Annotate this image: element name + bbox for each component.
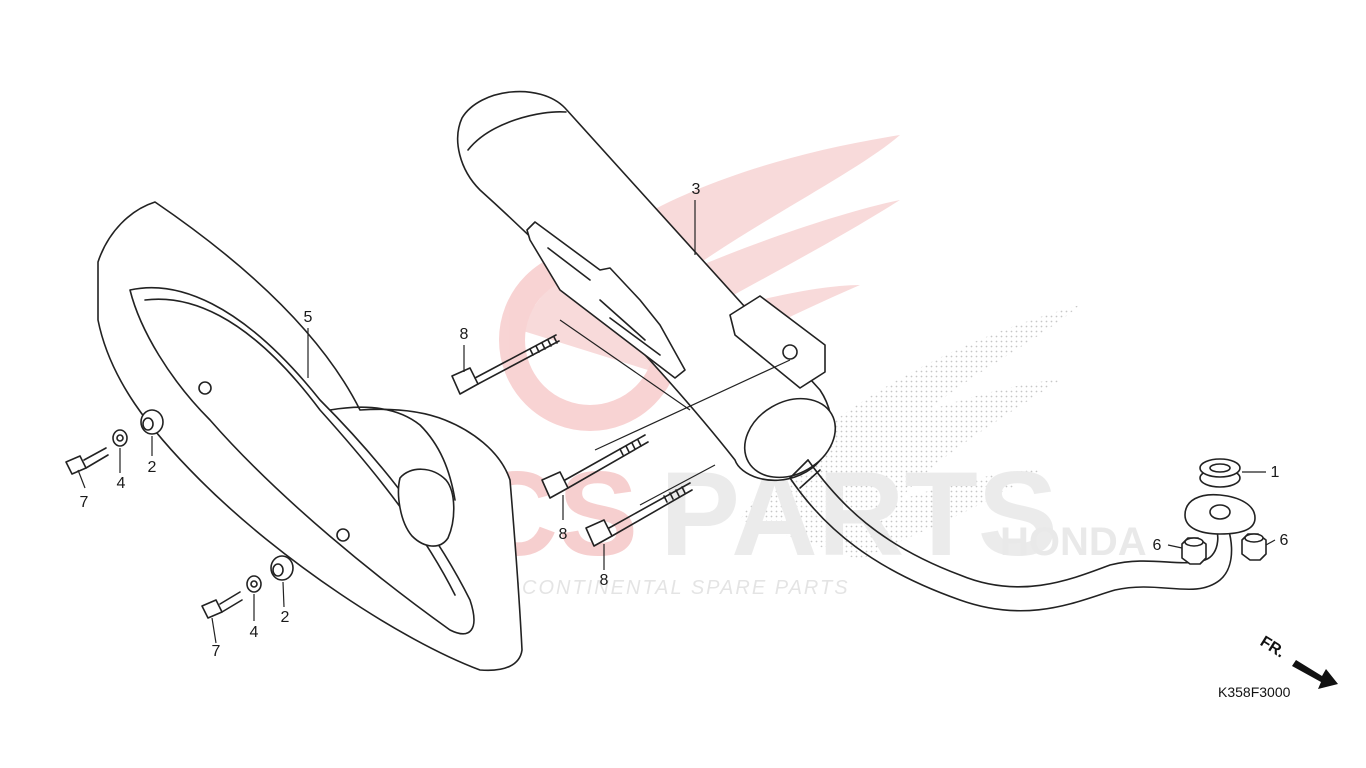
wing-emblem-dotted [740, 305, 1080, 560]
heat-shield-mount-hole-upper [198, 381, 212, 395]
heat-shield-vent [397, 468, 455, 547]
muffler-bolt-2 [541, 434, 649, 499]
shield-grommet-lower [270, 555, 294, 581]
heat-shield-raised-panel [329, 406, 456, 501]
watermark-tagline: INTERCONTINENTAL SPARE PARTS [452, 577, 850, 599]
flange-nut-right [1241, 533, 1267, 561]
heat-shield-inner-rim [129, 286, 475, 635]
callout-5: 5 [304, 309, 313, 326]
callout-7-upper: 7 [80, 494, 89, 511]
callout-3: 3 [692, 181, 701, 198]
callout-4-lower: 4 [250, 624, 259, 641]
callout-2-lower: 2 [281, 609, 290, 626]
callout-6-left: 6 [1153, 537, 1162, 554]
watermark-brand-word: HONDA [1000, 520, 1147, 564]
gasket-top [1199, 458, 1241, 478]
gasket-inner [1209, 463, 1231, 473]
exhaust-pipe-lower-edge [789, 477, 1233, 612]
front-direction-arrow-icon [1292, 660, 1338, 689]
exhaust-pipe-joint [789, 459, 821, 489]
shield-grommet-upper [140, 409, 164, 435]
callout-8-top: 8 [460, 326, 469, 343]
muffler-end-cap-line [467, 111, 567, 151]
heat-shield [97, 201, 523, 672]
shield-bolt-upper [65, 447, 109, 475]
leader-lines [77, 200, 1276, 644]
muffler-bolt-3 [585, 482, 693, 547]
heat-shield-mount-hole-lower [336, 528, 350, 542]
callout-2-upper: 2 [148, 459, 157, 476]
muffler-mount-boss [729, 295, 826, 389]
callout-6-right: 6 [1280, 532, 1289, 549]
muffler-outlet-cap [743, 397, 837, 479]
callout-8-bottom: 8 [600, 572, 609, 589]
muffler-bracket-slots [547, 247, 661, 356]
diagram-code: K358F3000 [1218, 684, 1291, 700]
front-direction-indicator: FR. [1257, 633, 1338, 689]
muffler-mount-eye [782, 344, 798, 360]
shield-washer-lower [246, 575, 262, 593]
callout-8-middle: 8 [559, 526, 568, 543]
shield-washer-upper [112, 429, 128, 447]
callouts: 1 2 2 3 4 4 5 6 6 7 7 8 8 8 [80, 181, 1289, 660]
exhaust-flange-port [1209, 504, 1231, 520]
exhaust-gasket [1199, 458, 1241, 488]
callout-7-lower: 7 [212, 643, 221, 660]
flange-nut-left [1181, 537, 1207, 565]
watermark-brand-gray: PARTS [660, 447, 1058, 581]
muffler-bracket [526, 221, 686, 379]
callout-1: 1 [1271, 464, 1280, 481]
shield-bolt-lower [201, 591, 243, 619]
muffler-body [456, 90, 833, 482]
front-direction-label: FR. [1257, 633, 1288, 661]
callout-4-upper: 4 [117, 475, 126, 492]
muffler [456, 90, 837, 482]
heat-shield-outline [97, 201, 523, 672]
